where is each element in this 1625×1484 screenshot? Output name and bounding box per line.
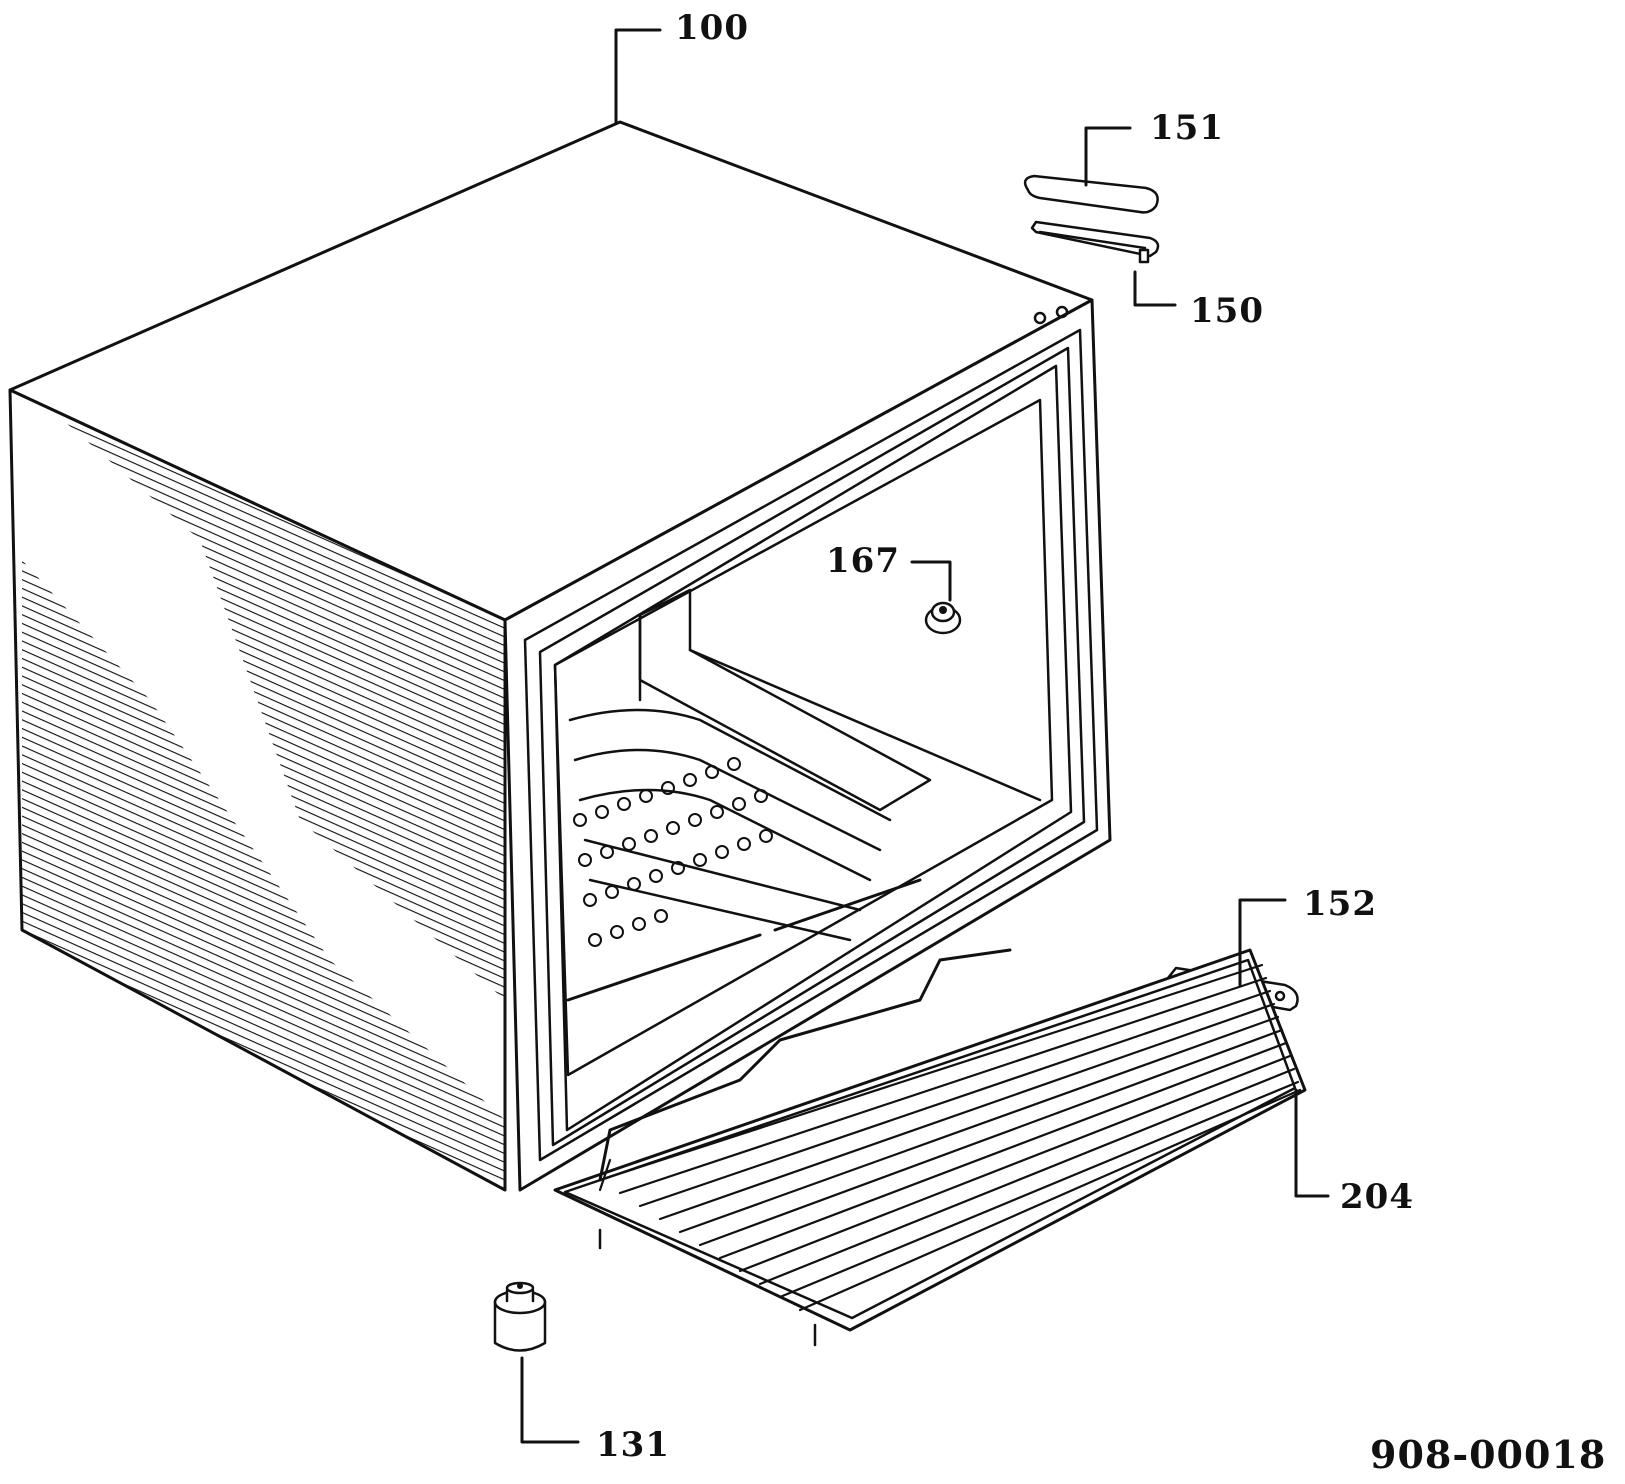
front-rim-mid (540, 348, 1084, 1145)
cabinet-side-shading (22, 400, 505, 1190)
leader-lines (522, 30, 1328, 1442)
leader-100 (616, 30, 660, 122)
part-131-foot (495, 1283, 545, 1351)
rack-bars (600, 965, 1300, 1310)
label-part-100: 100 (675, 8, 749, 48)
part-151-hinge-cover (1025, 176, 1158, 212)
hinge-hole (1057, 307, 1067, 317)
cabinet-front-face (505, 300, 1110, 1190)
leader-167 (912, 562, 950, 600)
leader-150 (1135, 272, 1175, 305)
cabinet-body (10, 122, 1110, 1190)
leader-204 (1296, 1090, 1328, 1196)
label-part-152: 152 (1303, 884, 1377, 924)
part-150-hinge-bracket (1032, 222, 1158, 262)
front-rim-inner (555, 366, 1071, 1130)
leader-131 (522, 1358, 578, 1442)
hinge-hole (1035, 313, 1045, 323)
cavity-floor-grooves (570, 710, 890, 940)
label-part-151: 151 (1150, 108, 1224, 148)
cavity-floor-dimples (574, 758, 772, 946)
oven-cavity-opening (555, 400, 1052, 1075)
part-167-lamp-socket (926, 603, 960, 633)
document-id: 908-00018 (1370, 1432, 1607, 1477)
front-rim-outer (525, 330, 1097, 1160)
leader-151 (1086, 128, 1130, 185)
part-204-oven-rack (555, 950, 1305, 1345)
label-part-131: 131 (596, 1425, 670, 1465)
leader-152 (1240, 900, 1285, 985)
label-part-204: 204 (1340, 1177, 1414, 1217)
label-part-167: 167 (826, 541, 900, 581)
label-part-150: 150 (1190, 291, 1264, 331)
